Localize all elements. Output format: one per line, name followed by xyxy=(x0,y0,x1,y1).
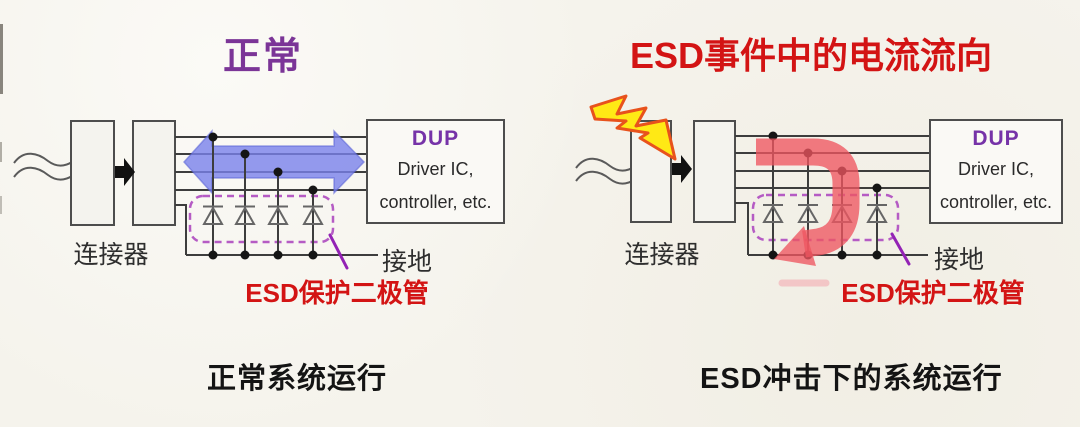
esd-diode-icon xyxy=(267,205,289,225)
lightning-bolt-icon xyxy=(589,94,677,161)
ground-stub xyxy=(735,202,749,255)
wavy-cable-icon xyxy=(575,157,635,172)
junction-dot xyxy=(308,250,318,260)
diode-column xyxy=(866,183,888,260)
normal-operation-diagram xyxy=(13,119,505,270)
left-esd-diode-label: ESD保护二极管 xyxy=(245,278,429,308)
wavy-cable-icon xyxy=(13,152,73,167)
black-arrow-icon xyxy=(115,158,135,186)
edge-artifact xyxy=(0,196,2,214)
junction-dot xyxy=(273,250,283,260)
edge-artifact xyxy=(0,24,3,94)
dup-box xyxy=(929,119,1063,224)
callout-line xyxy=(328,233,349,270)
junction-dot xyxy=(837,250,847,260)
connector-block xyxy=(132,120,176,226)
esd-diode-icon xyxy=(202,205,224,225)
left-connector-label: 连接器 xyxy=(73,241,149,269)
junction-dot xyxy=(240,250,250,260)
diode-column xyxy=(234,149,256,260)
esd-diode-icon xyxy=(762,204,784,223)
dup-box-line1: Driver IC, xyxy=(397,159,474,179)
esd-diode-icon xyxy=(234,205,256,225)
right-ground-label: 接地 xyxy=(934,246,985,274)
esd-current-arrow-icon xyxy=(756,138,860,258)
connector-block xyxy=(693,120,736,223)
junction-dot xyxy=(240,149,250,159)
right-connector-label: 连接器 xyxy=(624,241,700,269)
junction-dot xyxy=(872,250,882,260)
esd-diode-icon xyxy=(866,204,888,223)
diode-column xyxy=(302,185,324,260)
junction-dot xyxy=(768,131,778,141)
black-arrow-icon xyxy=(672,155,692,183)
left-ground-label: 接地 xyxy=(382,248,433,276)
junction-dot xyxy=(308,185,318,195)
junction-dot xyxy=(208,250,218,260)
dup-box-title: DUP xyxy=(411,127,460,150)
right-caption: ESD冲击下的系统运行 xyxy=(700,363,1003,395)
edge-artifact xyxy=(0,142,2,162)
diode-column xyxy=(267,167,289,260)
junction-dot xyxy=(273,167,283,177)
diode-column xyxy=(202,132,224,260)
esd-event-diagram xyxy=(575,94,1063,287)
wavy-cable-icon xyxy=(13,166,73,181)
esd-diode-icon xyxy=(797,204,819,223)
dup-box xyxy=(366,119,505,224)
wavy-cable-icon xyxy=(575,170,635,185)
junction-dot xyxy=(872,183,882,193)
dup-box-line2: controller, etc. xyxy=(379,192,492,212)
right-panel-title: ESD事件中的电流流向 xyxy=(630,35,993,76)
callout-line xyxy=(890,232,911,266)
esd-diode-dashed-box xyxy=(188,194,335,244)
junction-dot xyxy=(768,250,778,260)
connector-block xyxy=(70,120,115,226)
esd-diode-icon xyxy=(302,205,324,225)
left-caption: 正常系统运行 xyxy=(206,363,387,395)
esd-current-arrowhead-icon xyxy=(774,226,816,266)
junction-dot xyxy=(208,132,218,142)
right-esd-diode-label: ESD保护二极管 xyxy=(841,278,1025,308)
dup-box-line1: Driver IC, xyxy=(958,159,1034,179)
ground-stub xyxy=(175,204,187,255)
dup-box-title: DUP xyxy=(972,127,1020,150)
left-panel-title: 正常 xyxy=(222,36,303,78)
dup-box-line2: controller, etc. xyxy=(939,192,1053,212)
esd-diode-dashed-box xyxy=(751,193,900,242)
